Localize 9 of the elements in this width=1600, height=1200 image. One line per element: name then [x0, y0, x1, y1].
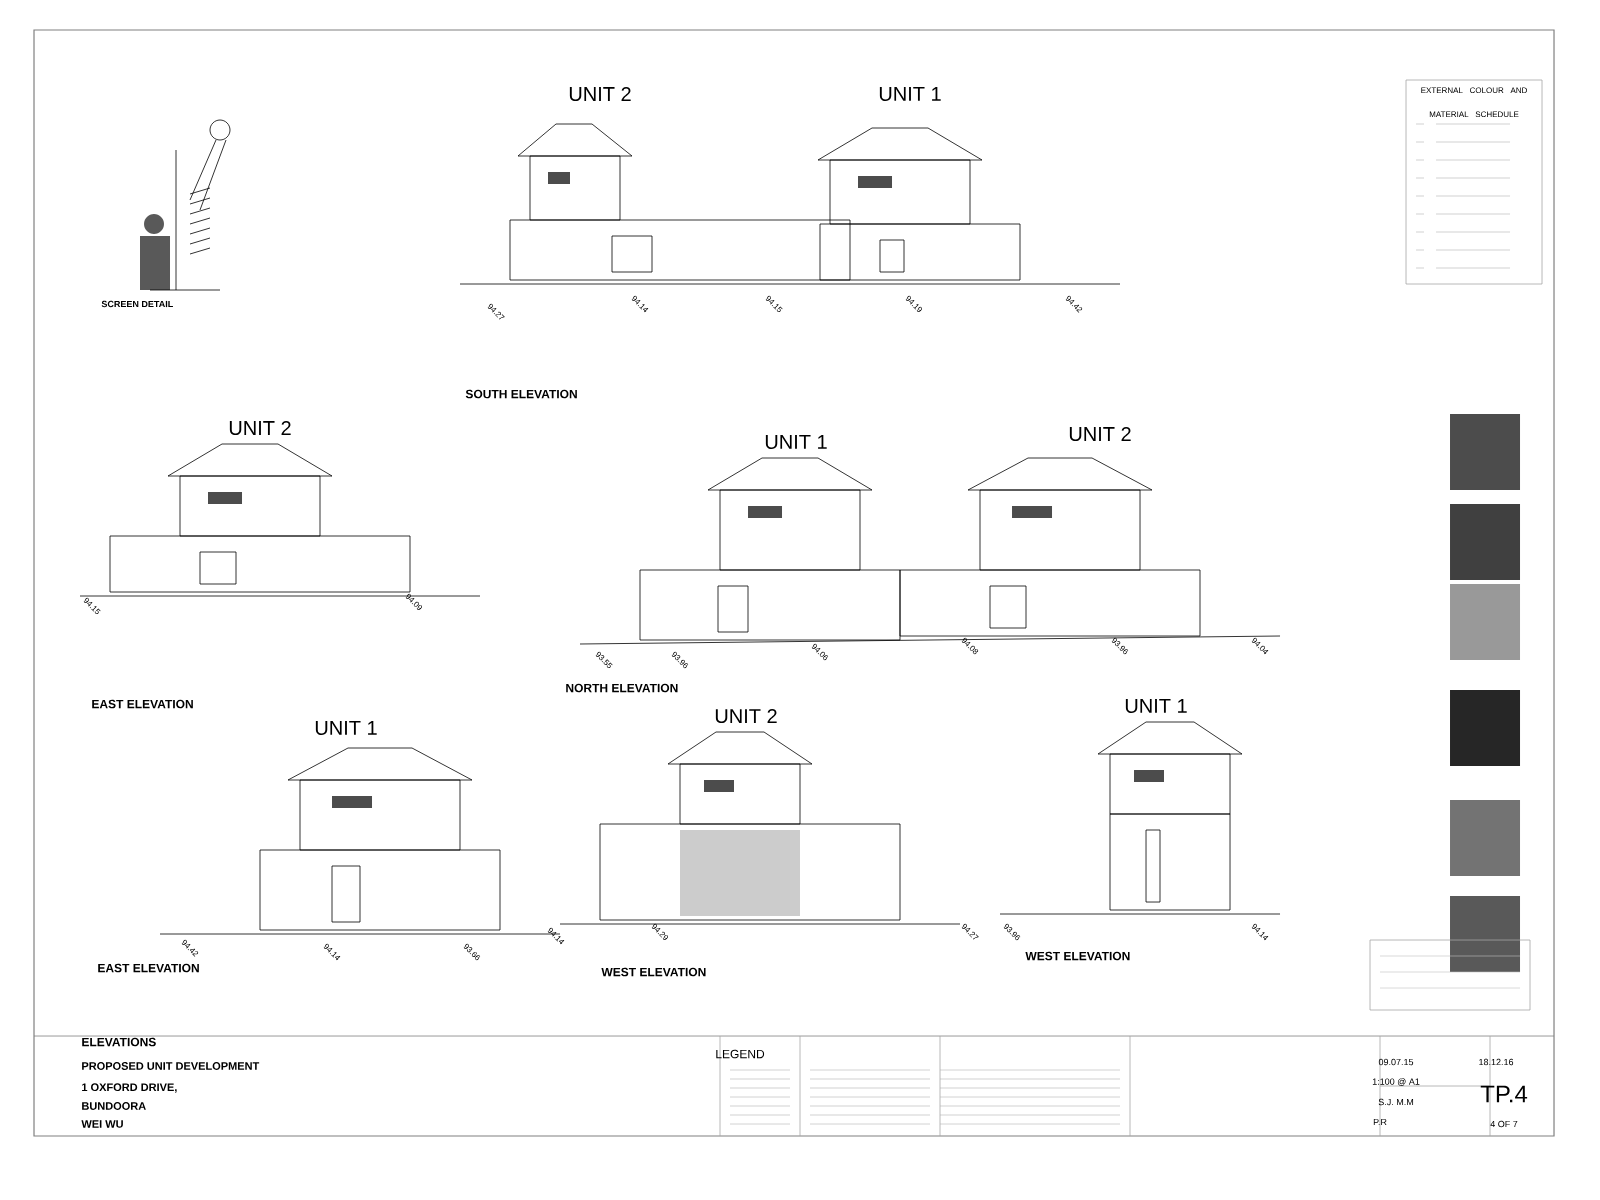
unit-label: UNIT 2	[229, 420, 291, 436]
unit-label: UNIT 1	[315, 721, 377, 735]
unit-label: UNIT 1	[765, 435, 827, 449]
sheet-number: TP.4	[1480, 1085, 1528, 1103]
unit-label: UNIT 2	[569, 86, 631, 102]
unit-label: UNIT 2	[715, 708, 777, 724]
unit-label: UNIT 1	[1125, 699, 1187, 713]
unit-label: UNIT 1	[879, 87, 941, 101]
unit-label: UNIT 2	[1069, 426, 1131, 442]
